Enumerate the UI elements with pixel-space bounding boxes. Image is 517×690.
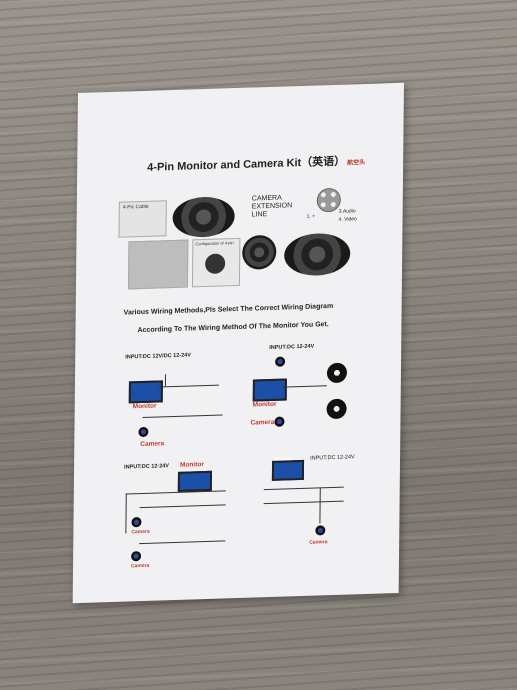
configuration-label: Configuration of 4-pin <box>195 240 234 247</box>
monitor-label-4: Monitor <box>274 456 293 463</box>
wire <box>139 504 226 509</box>
sheet-title: 4-Pin Monitor and Camera Kit（英语）航空头 <box>147 152 365 175</box>
camera-icon <box>315 525 326 536</box>
monitor-icon <box>271 459 305 481</box>
pin-3-label: 3.Audio <box>338 208 356 215</box>
title-stamp: 航空头 <box>347 159 366 167</box>
input-label-2: INPUT:DC 12-24V <box>269 343 315 352</box>
title-text: 4-Pin Monitor and Camera Kit（英语） <box>147 155 346 174</box>
camera-label-3: Camera <box>131 528 150 536</box>
monitor-icon <box>177 470 212 492</box>
cable-label: 4-Pic Cable <box>122 203 149 211</box>
wire <box>139 540 226 545</box>
wire <box>263 500 344 505</box>
connector-closeup-photo <box>127 239 189 290</box>
cable-coil-icon <box>326 362 348 384</box>
wire <box>125 493 127 534</box>
pin-connector-icon <box>316 187 341 213</box>
configuration-panel: Configuration of 4-pin <box>191 237 241 288</box>
ext-line-2: EXTENSION <box>251 202 293 211</box>
cable-coil-icon <box>326 398 347 420</box>
input-label-3: INPUT:DC 12-24V <box>124 463 170 471</box>
ext-line-3: LINE <box>251 211 268 219</box>
connector-pair-photo <box>242 234 277 270</box>
camera-extension-label: CAMERA EXTENSION LINE <box>252 194 293 219</box>
camera-icon <box>275 356 286 367</box>
instruction-line-1: Various Wiring Methods,Pls Select The Co… <box>123 302 334 317</box>
input-label-1: INPUT:DC 12V/DC 12-24V <box>125 352 191 361</box>
monitor-label-1: Monitor <box>132 402 157 411</box>
wire <box>164 374 167 387</box>
camera-label-1: Camera <box>140 440 165 449</box>
monitor-label-2: Monitor <box>252 400 277 409</box>
wire <box>158 384 219 388</box>
wire <box>282 385 327 388</box>
instruction-sheet: 4-Pin Monitor and Camera Kit（英语）航空头 4-Pi… <box>72 82 404 604</box>
camera-icon <box>138 426 149 438</box>
camera-icon <box>131 517 142 528</box>
camera-label-4: Camera <box>130 562 150 570</box>
camera-icon <box>131 551 142 562</box>
wire <box>142 414 223 418</box>
camera-label-5: Camera <box>309 539 328 546</box>
camera-label-2: Camera <box>250 418 275 427</box>
camera-icon <box>274 416 285 427</box>
pin-1-label: 1. + <box>306 213 316 220</box>
monitor-icon <box>128 380 163 404</box>
wire <box>263 486 344 491</box>
wire <box>125 490 226 495</box>
wire <box>319 487 321 524</box>
cable-info-panel: 4-Pic Cable <box>118 200 167 238</box>
input-label-4: INPUT:DC 12-24V <box>310 454 355 462</box>
cable-coil-photo <box>172 196 235 239</box>
pin-4-label: 4. Video <box>338 216 357 223</box>
instruction-line-2: According To The Wiring Method Of The Mo… <box>137 321 329 335</box>
cable-coil-photo-2 <box>283 232 351 277</box>
monitor-label-3: Monitor <box>180 461 204 469</box>
monitor-icon <box>252 378 287 402</box>
